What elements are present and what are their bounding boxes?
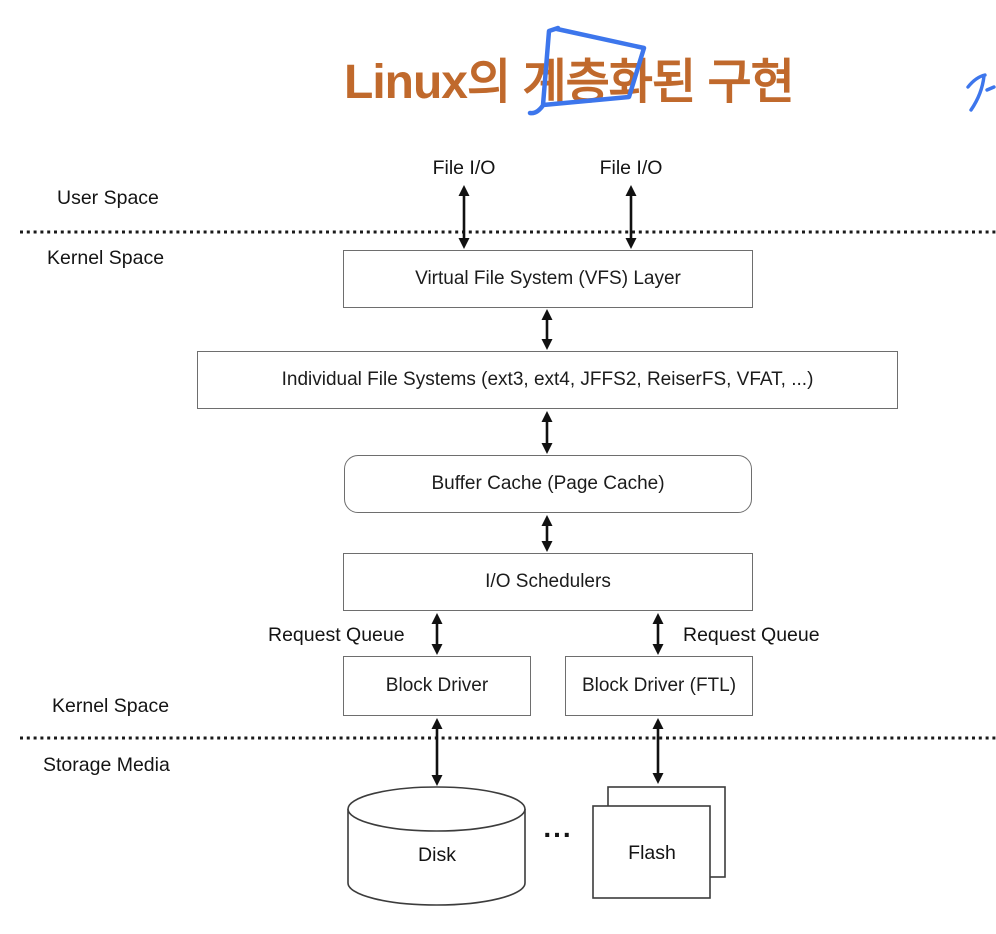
kernel-space-label-top: Kernel Space: [47, 247, 165, 269]
request-queue-label-right: Request Queue: [683, 624, 820, 646]
arrow-blockdriver-ftl-to-flash: [652, 718, 664, 784]
arrow-blockdriver-to-disk: [431, 718, 443, 786]
ellipsis-label: ...: [543, 812, 573, 843]
vfs-layer-box: Virtual File System (VFS) Layer: [343, 250, 753, 308]
io-schedulers-box: I/O Schedulers: [343, 553, 753, 611]
flash-label: Flash: [628, 842, 676, 864]
arrow-vfs-to-ifs: [541, 309, 553, 350]
block-driver-box: Block Driver: [343, 656, 531, 716]
user-space-label: User Space: [57, 187, 159, 209]
disk-label: Disk: [418, 844, 456, 866]
arrow-scheduler-to-blockdriver: [431, 613, 443, 655]
arrow-scheduler-to-blockdriver-ftl: [652, 613, 664, 655]
block-driver-ftl-box: Block Driver (FTL): [565, 656, 753, 716]
slide-title: Linux의 계층화된 구현: [344, 56, 795, 109]
handwritten-mark-icon: [966, 73, 996, 112]
kernel-space-label-bottom: Kernel Space: [52, 695, 170, 717]
request-queue-label-left: Request Queue: [268, 624, 405, 646]
buffer-cache-box: Buffer Cache (Page Cache): [344, 455, 752, 513]
arrow-file-io-right: [625, 185, 637, 249]
storage-media-label: Storage Media: [43, 754, 170, 776]
arrow-buffer-to-scheduler: [541, 515, 553, 552]
individual-fs-box: Individual File Systems (ext3, ext4, JFF…: [197, 351, 898, 409]
arrow-file-io-left: [458, 185, 470, 249]
arrow-ifs-to-buffer: [541, 411, 553, 454]
file-io-label-right: File I/O: [599, 157, 663, 179]
file-io-label-left: File I/O: [432, 157, 496, 179]
